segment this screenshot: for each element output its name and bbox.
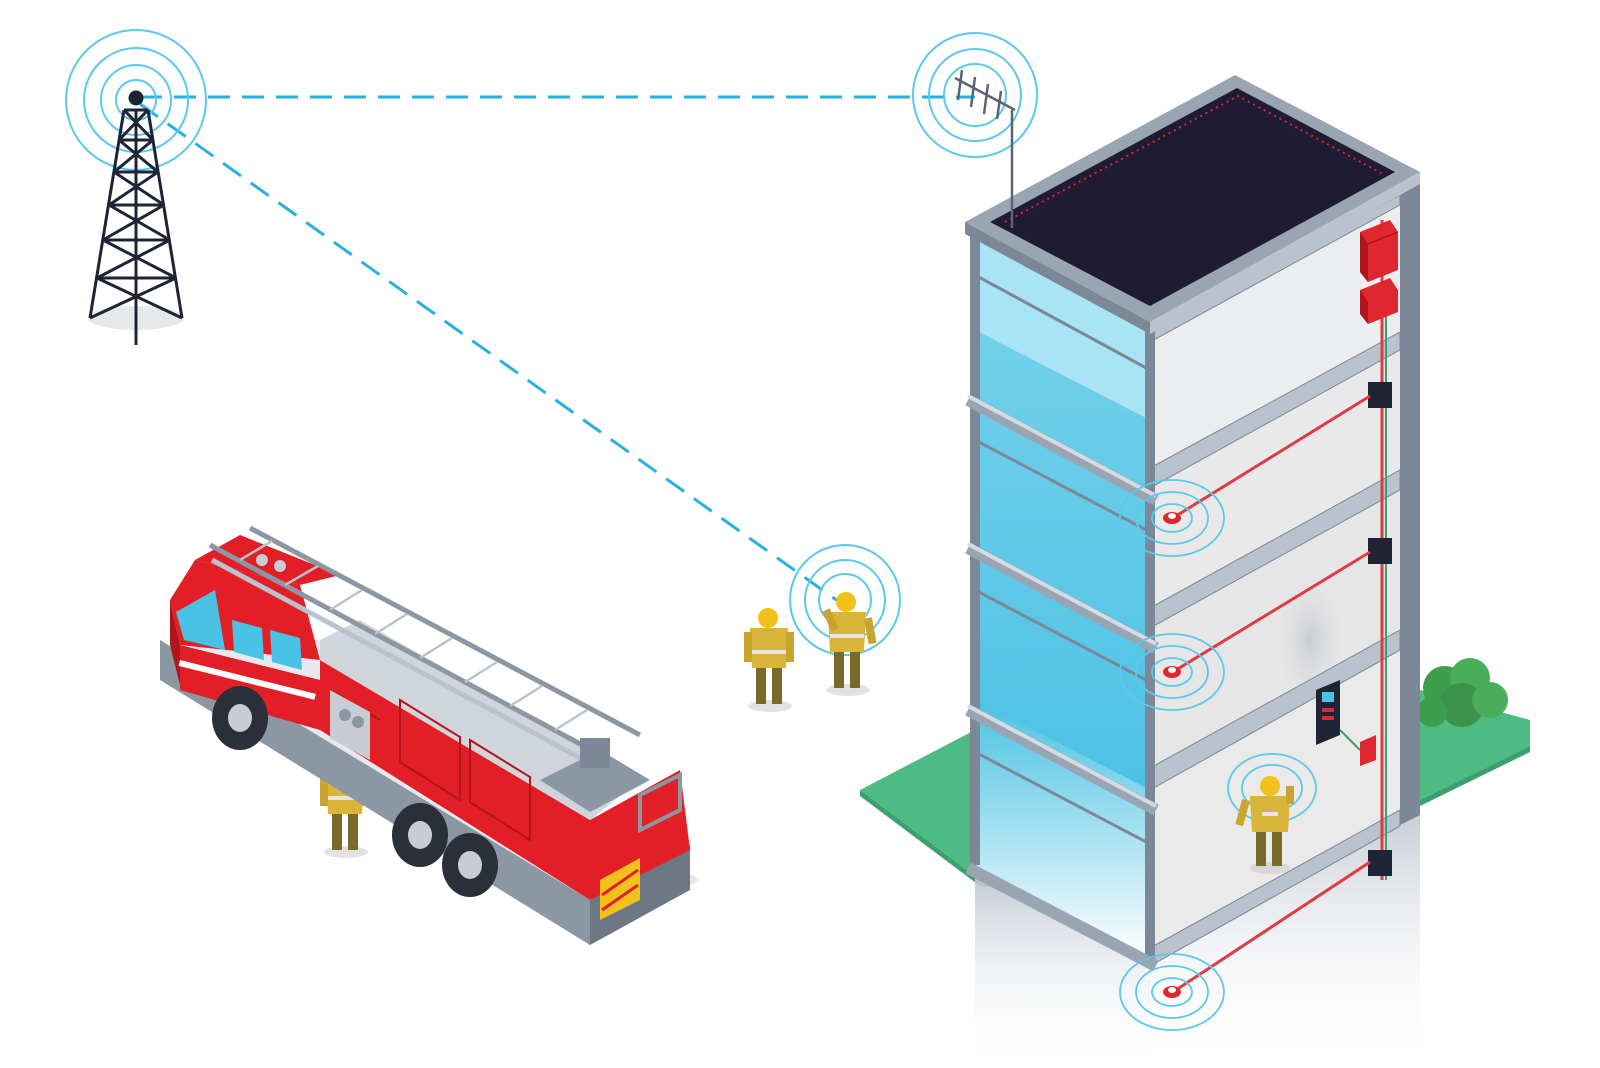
- bda-amplifier: [1360, 220, 1399, 282]
- donor-antenna: [912, 32, 1038, 228]
- indoor-antenna-floor-1: [1119, 953, 1225, 1031]
- antenna-cables: [1175, 394, 1371, 992]
- ceiling-antenna-icon: [1163, 666, 1181, 678]
- link-tower-to-firefighter-radio: [139, 102, 843, 606]
- firefighter-radio-icon: [1235, 776, 1294, 874]
- annunciator-panel: [1316, 680, 1376, 766]
- donor-antenna-signal-icon: [912, 32, 1038, 158]
- firefighter-radio: [789, 544, 901, 696]
- indoor-antenna-floor-3: [1119, 479, 1225, 557]
- battery-unit-icon: [1360, 278, 1398, 324]
- cell-tower: [65, 29, 207, 345]
- firefighter-radio-icon: [822, 592, 877, 696]
- yagi-antenna-icon: [954, 69, 1016, 228]
- firefighter-outdoor: [744, 608, 794, 712]
- firefighter-indoor: [1227, 753, 1317, 874]
- ceiling-antenna-icon: [1163, 986, 1181, 998]
- tower-icon: [88, 90, 184, 345]
- fire-truck-icon: [160, 525, 700, 945]
- truck-wheels: [212, 686, 498, 897]
- amplifier-icon: [1360, 220, 1399, 282]
- splitter-boxes: [1368, 382, 1392, 876]
- floor-slabs: [1149, 194, 1401, 967]
- roof: [965, 75, 1420, 334]
- fire-truck: [160, 525, 700, 945]
- glass-facade: [965, 230, 1159, 972]
- firefighter-icon: [744, 608, 794, 712]
- aerial-ladder: [208, 525, 642, 778]
- bda-battery: [1360, 278, 1398, 324]
- ceiling-antenna-icon: [1163, 512, 1181, 524]
- shrub-icon: [1417, 658, 1508, 727]
- indoor-antenna-floor-2: [1119, 633, 1225, 711]
- control-panel-icon: [1316, 680, 1376, 766]
- building: [912, 32, 1420, 1068]
